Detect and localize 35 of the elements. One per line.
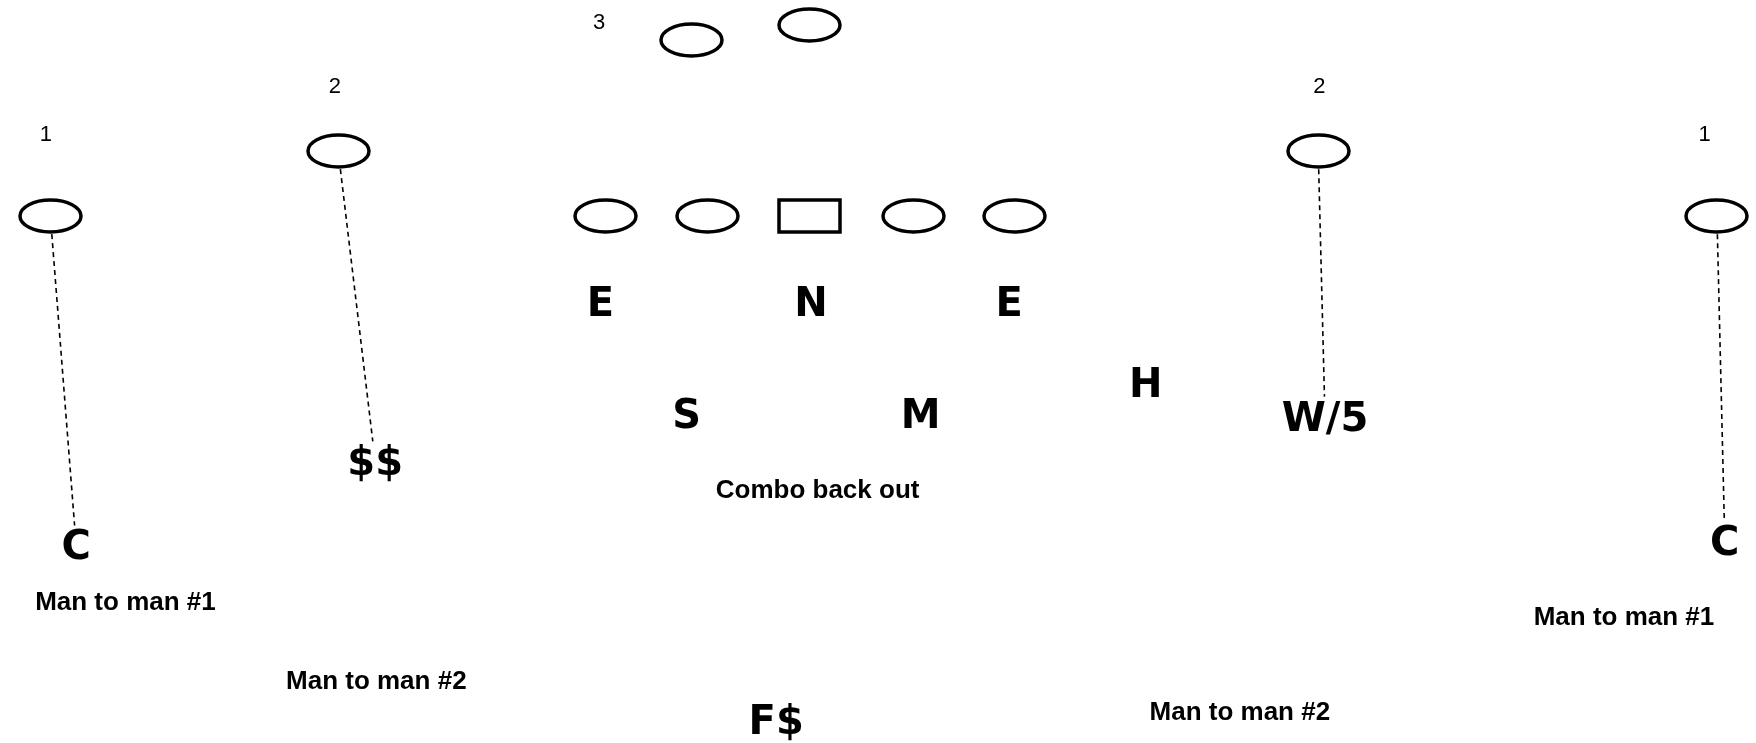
player-oval bbox=[305, 133, 371, 170]
player-oval bbox=[881, 198, 947, 235]
defender-letter: M bbox=[900, 394, 941, 435]
player-oval bbox=[675, 198, 741, 235]
coverage-note: Man to man #2 bbox=[286, 666, 467, 693]
coverage-line bbox=[1317, 168, 1326, 398]
defender-letter: C bbox=[61, 525, 91, 566]
coverage-note: Combo back out bbox=[715, 476, 920, 503]
receiver-number: 2 bbox=[328, 75, 341, 98]
coverage-note: Man to man #1 bbox=[35, 588, 216, 615]
player-oval bbox=[982, 198, 1048, 235]
coverage-line bbox=[51, 233, 76, 527]
defender-letter: $$ bbox=[347, 441, 403, 482]
player-oval bbox=[573, 198, 639, 235]
center-rectangle bbox=[777, 198, 843, 235]
defender-letter: F$ bbox=[748, 700, 804, 741]
defender-letter: H bbox=[1129, 363, 1163, 404]
coverage-note: Man to man #2 bbox=[1149, 698, 1331, 725]
player-oval bbox=[777, 6, 843, 43]
player-oval bbox=[1285, 133, 1351, 170]
player-oval bbox=[658, 22, 724, 59]
coverage-note: Man to man #1 bbox=[1533, 603, 1715, 629]
coverage-line bbox=[339, 168, 374, 443]
defender-letter: N bbox=[794, 282, 828, 323]
defender-letter: W/5 bbox=[1281, 396, 1369, 437]
defender-letter: E bbox=[586, 282, 614, 323]
player-oval bbox=[1684, 198, 1750, 235]
defender-letter: S bbox=[672, 394, 701, 435]
player-oval bbox=[17, 198, 83, 235]
receiver-number: 3 bbox=[593, 11, 606, 34]
defender-letter: C bbox=[1710, 520, 1740, 561]
receiver-number: 2 bbox=[1313, 75, 1326, 98]
receiver-number: 1 bbox=[39, 123, 53, 146]
receiver-number: 1 bbox=[1698, 123, 1711, 146]
defender-letter: E bbox=[995, 282, 1023, 323]
